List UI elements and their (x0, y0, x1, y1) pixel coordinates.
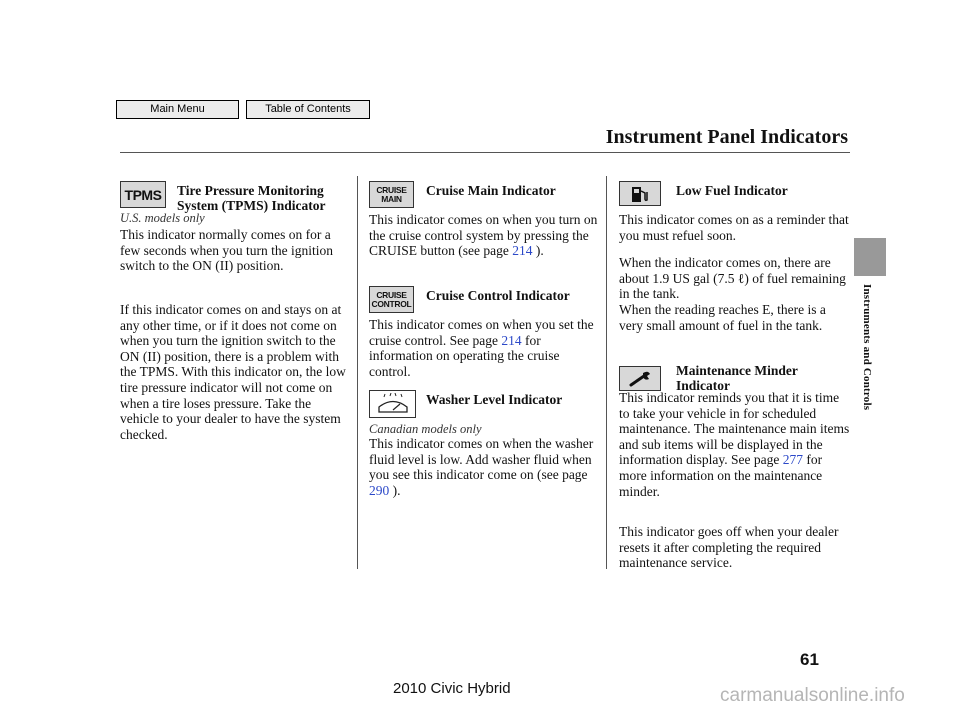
tpms-paragraph-1: This indicator normally comes on for a f… (120, 227, 333, 274)
cruise-main-heading: Cruise Main Indicator (426, 183, 556, 198)
page-290-link[interactable]: 290 (369, 482, 390, 498)
page-214-link[interactable]: 214 (501, 332, 522, 348)
washer-model-note: Canadian models only (369, 422, 482, 436)
cruise-control-paragraph: This indicator comes on when you set the… (369, 317, 594, 379)
tpms-paragraph-2: If this indicator comes on and stays on … (120, 302, 346, 442)
footer-title: 2010 Civic Hybrid (393, 680, 511, 697)
column-divider-2 (606, 176, 607, 569)
tpms-indicator-icon: TPMS (120, 181, 166, 208)
title-divider (120, 152, 850, 153)
main-menu-button[interactable]: Main Menu (116, 100, 239, 119)
wrench-icon-graphic (629, 371, 650, 386)
page-title: Instrument Panel Indicators (605, 126, 848, 148)
washer-heading: Washer Level Indicator (426, 392, 563, 407)
maintenance-heading: Maintenance Minder Indicator (676, 363, 798, 393)
washer-paragraph: This indicator comes on when the washer … (369, 436, 594, 498)
watermark: carmanualsonline.info (720, 685, 905, 706)
page-214-link[interactable]: 214 (512, 243, 533, 259)
wrench-icon (619, 366, 661, 391)
tpms-heading-line1: Tire Pressure Monitoring (177, 183, 324, 198)
washer-fluid-icon (369, 390, 416, 418)
column-divider-1 (357, 176, 358, 569)
tpms-model-note: U.S. models only (120, 211, 205, 225)
low-fuel-paragraph-3: When the reading reaches E, there is a v… (619, 302, 826, 333)
maintenance-heading-line2: Indicator (676, 378, 730, 393)
low-fuel-paragraph-2: When the indicator comes on, there are a… (619, 255, 846, 302)
tpms-heading: Tire Pressure Monitoring System (TPMS) I… (177, 183, 357, 213)
fuel-pump-icon-graphic (632, 186, 648, 202)
maintenance-paragraph-1: This indicator reminds you that it is ti… (619, 390, 850, 499)
cruise-main-paragraph: This indicator comes on when you turn on… (369, 212, 598, 259)
page-277-link[interactable]: 277 (782, 452, 803, 468)
low-fuel-heading: Low Fuel Indicator (676, 183, 788, 198)
table-of-contents-button[interactable]: Table of Contents (246, 100, 370, 119)
section-tab-marker (854, 238, 886, 276)
maintenance-heading-line1: Maintenance Minder (676, 363, 798, 378)
section-tab-label: Instruments and Controls (861, 284, 873, 411)
washer-fluid-icon-graphic (377, 393, 408, 413)
fuel-pump-icon (619, 181, 661, 206)
page-number: 61 (800, 650, 819, 669)
tpms-icon-text: TPMS (124, 186, 162, 203)
tpms-heading-line2: System (TPMS) Indicator (177, 198, 326, 213)
low-fuel-paragraph-1: This indicator comes on as a reminder th… (619, 212, 849, 243)
cruise-control-heading: Cruise Control Indicator (426, 288, 570, 303)
maintenance-paragraph-2: This indicator goes off when your dealer… (619, 524, 839, 571)
